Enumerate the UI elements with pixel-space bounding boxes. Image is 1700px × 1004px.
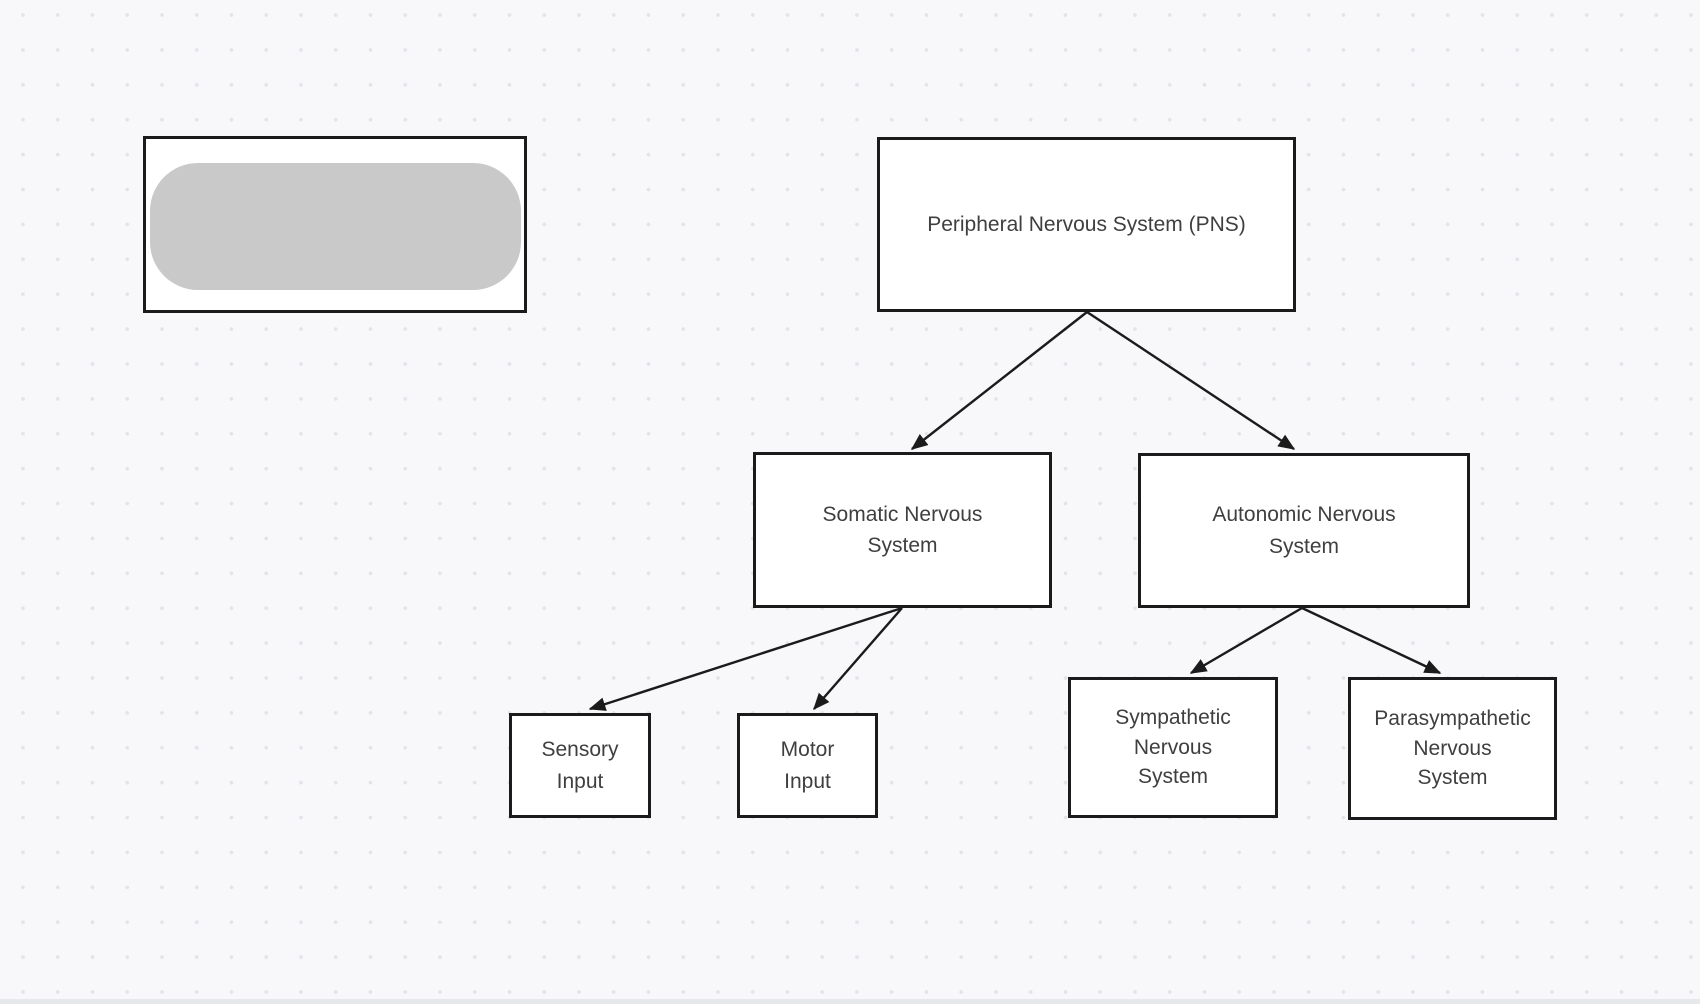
node-label: Peripheral Nervous System (PNS): [927, 212, 1246, 236]
connector-somatic-to-motor[interactable]: [813, 607, 903, 711]
redacted-title-pill: [149, 162, 521, 290]
node-label: Autonomic Nervous System: [1212, 503, 1396, 558]
connector-pns-to-autonomic[interactable]: [1086, 310, 1296, 451]
node-sympathetic-nervous-system[interactable]: Sympathetic Nervous System: [1068, 677, 1278, 818]
node-parasympathetic-nervous-system[interactable]: Parasympathetic Nervous System: [1348, 677, 1557, 820]
node-sensory-input[interactable]: Sensory Input: [509, 713, 651, 818]
node-label: Sensory Input: [541, 738, 619, 793]
connector-autonomic-to-parasympathetic[interactable]: [1301, 606, 1442, 675]
node-label: Somatic Nervous System: [822, 502, 983, 558]
horizontal-scrollbar-track[interactable]: [0, 999, 1700, 1004]
node-label: Parasympathetic Nervous System: [1374, 707, 1531, 790]
node-autonomic-nervous-system[interactable]: Autonomic Nervous System: [1138, 453, 1470, 608]
node-somatic-nervous-system[interactable]: Somatic Nervous System: [753, 452, 1052, 608]
node-redacted-label-box[interactable]: [143, 136, 527, 313]
connector-somatic-to-sensory[interactable]: [588, 606, 903, 711]
connector-autonomic-to-sympathetic[interactable]: [1189, 606, 1303, 675]
node-peripheral-nervous-system[interactable]: Peripheral Nervous System (PNS): [877, 137, 1296, 312]
node-label: Motor Input: [780, 738, 835, 793]
node-motor-input[interactable]: Motor Input: [737, 713, 878, 818]
connector-pns-to-somatic[interactable]: [910, 311, 1088, 450]
node-label: Sympathetic Nervous System: [1115, 706, 1231, 789]
